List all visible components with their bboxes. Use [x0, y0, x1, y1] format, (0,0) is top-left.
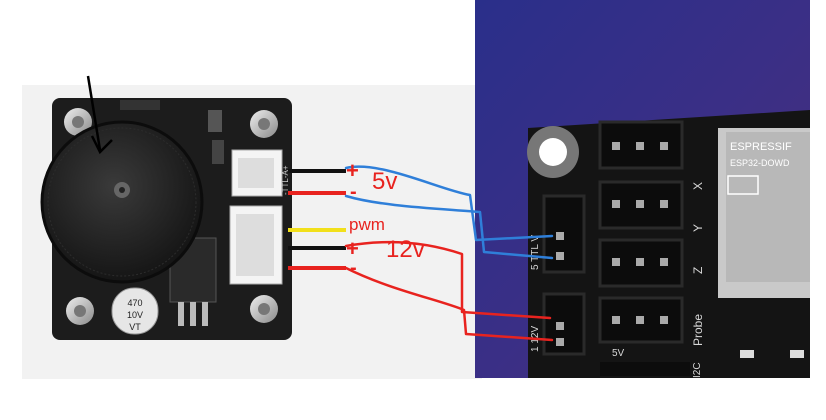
red-wire-minus — [344, 266, 554, 342]
volt-12v-label: 12v — [386, 236, 425, 263]
esp-brand: ESPRESSIF — [730, 141, 792, 153]
controller-board: ESPRESSIF ESP32-DOWD — [527, 110, 810, 378]
plus-12v-label: + — [346, 236, 359, 261]
fan-header-ttl — [542, 194, 586, 274]
blue-wire-minus — [344, 194, 554, 260]
screw-icon — [250, 110, 278, 138]
minus-12v-label: - — [350, 257, 357, 279]
capacitor-voltage: 10V — [127, 310, 143, 320]
endstop-connector-x — [598, 120, 684, 170]
capacitor-code: VT — [129, 322, 141, 332]
volt-5v-label: 5v — [372, 168, 398, 195]
red-wire-plus — [344, 240, 552, 320]
minus-5v-label: - — [350, 181, 357, 203]
axis-x-label: X — [691, 182, 705, 190]
esp-model: ESP32-DOWD — [730, 158, 790, 168]
blue-wire-plus — [344, 165, 554, 242]
annotation-wires — [344, 165, 554, 342]
module-wires — [288, 169, 346, 270]
endstop-connector-y — [598, 180, 684, 230]
header-ttl-label: 5 TTL V — [530, 235, 541, 270]
screw-icon — [64, 108, 92, 136]
plus-5v-label: + — [346, 158, 359, 183]
i2c-label: I2C — [692, 362, 703, 378]
axis-z-label: Z — [691, 267, 705, 274]
pwm-driver-board: 470 10V VT -TTL-A+ — [40, 75, 292, 340]
probe-label: Probe — [691, 314, 705, 346]
pwm-label: pwm — [349, 215, 385, 234]
driver-header-label: -TTL-A+ — [281, 165, 290, 195]
potentiometer-knob — [40, 120, 204, 284]
esp32-module: ESPRESSIF ESP32-DOWD — [718, 128, 810, 298]
screw-icon — [66, 297, 94, 325]
capacitor: 470 10V VT — [111, 287, 159, 335]
axis-y-label: Y — [691, 224, 705, 232]
screw-icon — [250, 295, 278, 323]
fan-header-12v — [542, 292, 586, 356]
five-v-label: 5V — [612, 348, 625, 359]
rotation-arrow-icon — [86, 75, 113, 155]
capacitor-label: 470 — [127, 298, 142, 308]
endstop-connector-z — [598, 238, 684, 288]
probe-connector — [598, 296, 684, 344]
mounting-hole-icon — [527, 126, 579, 178]
